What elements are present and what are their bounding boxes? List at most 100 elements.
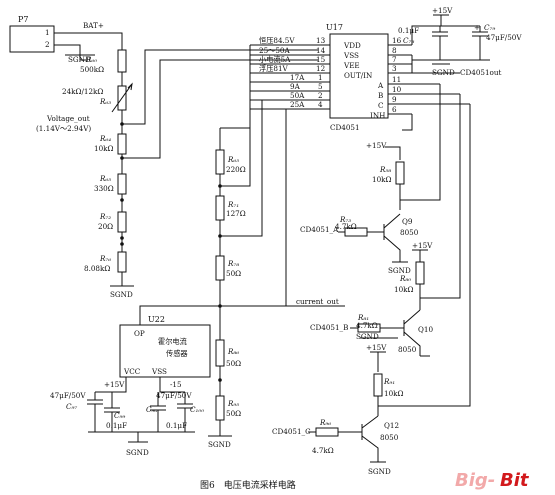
q12-part: 8050 (380, 433, 399, 442)
pin5-desc: 9A (290, 82, 301, 91)
r80-value: 10kΩ (394, 285, 414, 294)
pin1-num: 1 (318, 73, 323, 82)
watermark-logo: Big- Bit (455, 470, 530, 491)
c79-ref: C₇₉ (484, 23, 495, 32)
c100-ref: C₁₀₀ (190, 405, 204, 414)
c78-ref: C₇₈ (403, 36, 414, 45)
top-supply: +15V 0.1μF C₇₈ + C₇₉ 47μF/50V SGND CD405… (398, 6, 522, 77)
c98-ref: C₉₈ (146, 405, 157, 414)
pin11-num: 11 (392, 75, 401, 84)
pin9-num: 9 (392, 95, 397, 104)
pin-vss: VSS (343, 51, 359, 60)
c100-value: 0.1μF (166, 421, 187, 430)
r81-value: 4.7kΩ (356, 321, 378, 330)
r60-ref: R₆₀ (85, 55, 97, 64)
c99-value: 0.1μF (106, 421, 127, 430)
mux-ref: U17 (326, 23, 343, 32)
hall-gnd: SGND (126, 448, 149, 457)
drv-rail-b: +15V (412, 241, 433, 250)
pin12-desc: 浮压81V (259, 64, 289, 73)
pin2-num: 2 (318, 91, 323, 100)
lr65-ref: R₆₅ (227, 155, 239, 164)
top-rail: +15V (432, 6, 453, 15)
r91-ref: R₉₁ (383, 377, 395, 386)
in-c-label: CD4051_C (272, 427, 311, 436)
q9-part: 8050 (400, 228, 419, 237)
watermark-part2: Bit (500, 470, 530, 491)
pin12-num: 12 (316, 64, 325, 73)
mux-cd4051: U17 CD4051 恒压84.5V 13 25～50A 14 小电流5A 15… (250, 23, 470, 132)
lr78-value: 50Ω (226, 269, 241, 278)
lr86-value: 50Ω (226, 359, 241, 368)
voltage-out-range: (1.14V～2.94V) (36, 124, 91, 133)
drv-rail-c: +15V (366, 343, 387, 352)
ladder-r71 (215, 195, 225, 221)
pin4-desc: 25A (290, 100, 305, 109)
q10-gnd: SGND (356, 332, 379, 341)
p7-pin1: 1 (45, 28, 50, 37)
resistor-r64 (117, 133, 127, 155)
u22-op: OP (134, 329, 145, 338)
left-divider-chain: R₆₀ 500kΩ 24kΩ/12kΩ R₆₃ Voltage_out (1.1… (36, 40, 318, 299)
watermark-part1: Big- (455, 470, 495, 491)
r72-value: 20Ω (98, 222, 113, 231)
pin8-num: 8 (392, 46, 397, 55)
resistor-r80 (415, 261, 425, 285)
lr95-value: 50Ω (226, 409, 241, 418)
pin2-desc: 50A (290, 91, 305, 100)
r91-value: 10kΩ (384, 389, 404, 398)
c98-value: 47μF/50V (156, 391, 192, 400)
r63-ref: R₆₃ (99, 97, 111, 106)
ladder-r65 (215, 149, 225, 175)
resistor-r96 (315, 427, 339, 437)
resistor-r65-left (117, 173, 127, 195)
p7-gnd: SGND (68, 55, 91, 64)
ladder-gnd: SGND (208, 440, 231, 449)
q9-ref: Q9 (402, 217, 413, 226)
resistor-r76 (117, 251, 127, 273)
r58-ref: R₅₈ (379, 165, 391, 174)
q10-part: 8050 (398, 345, 417, 354)
pin1-desc: 17A (290, 73, 305, 82)
u22-vss: VSS (151, 367, 167, 376)
q12-ref: Q12 (384, 421, 399, 430)
lr95-ref: R₉₅ (227, 399, 239, 408)
p7-ref: P7 (18, 15, 28, 24)
r58-value: 10kΩ (372, 175, 392, 184)
p7-pin2: 2 (45, 40, 50, 49)
pin15-num: 15 (316, 55, 326, 64)
pin15-desc: 小电流5A (259, 55, 291, 64)
voltage-out-label: Voltage_out (46, 114, 90, 123)
p7-body (9, 25, 55, 53)
r60-value: 500kΩ (80, 65, 104, 74)
net-bat: BAT+ (83, 21, 104, 30)
figure-caption: 图6 电压电流采样电路 (200, 479, 296, 491)
r81-ref: R₈₁ (357, 313, 369, 322)
q9-gnd: SGND (388, 266, 411, 275)
u22-vcc: VCC (123, 367, 141, 376)
c78-value: 0.1μF (398, 26, 419, 35)
q10-ref: Q10 (418, 325, 433, 334)
pin-inh: INH (370, 111, 385, 120)
pin-outin: OUT/IN (344, 71, 372, 80)
r64-ref: R₆₄ (99, 134, 111, 143)
lr65-value: 220Ω (226, 165, 246, 174)
drv-rail-a: +15V (366, 141, 387, 150)
c97-ref: C₉₇ (66, 402, 77, 411)
hall-sensor: U22 OP 霍尔电流 传感器 VCC VSS +15V -15 47μF/50… (50, 305, 220, 457)
c79-plus: + (474, 23, 480, 32)
pin16-num: 16 (392, 36, 402, 45)
lr86-ref: R₈₆ (227, 347, 239, 356)
ladder-r95 (215, 395, 225, 421)
pin14-desc: 25～50A (259, 46, 290, 55)
lr71-ref: R₇₁ (227, 200, 239, 209)
q12-gnd: SGND (368, 467, 391, 476)
u22-name2: 传感器 (166, 349, 188, 358)
ladder-r86 (215, 339, 225, 367)
r96-value: 4.7kΩ (312, 446, 334, 455)
current-out-label: current_out (296, 297, 339, 306)
pin-c: C (378, 101, 384, 110)
pin13-desc: 恒压84.5V (259, 36, 295, 45)
pin-vee: VEE (343, 61, 360, 70)
